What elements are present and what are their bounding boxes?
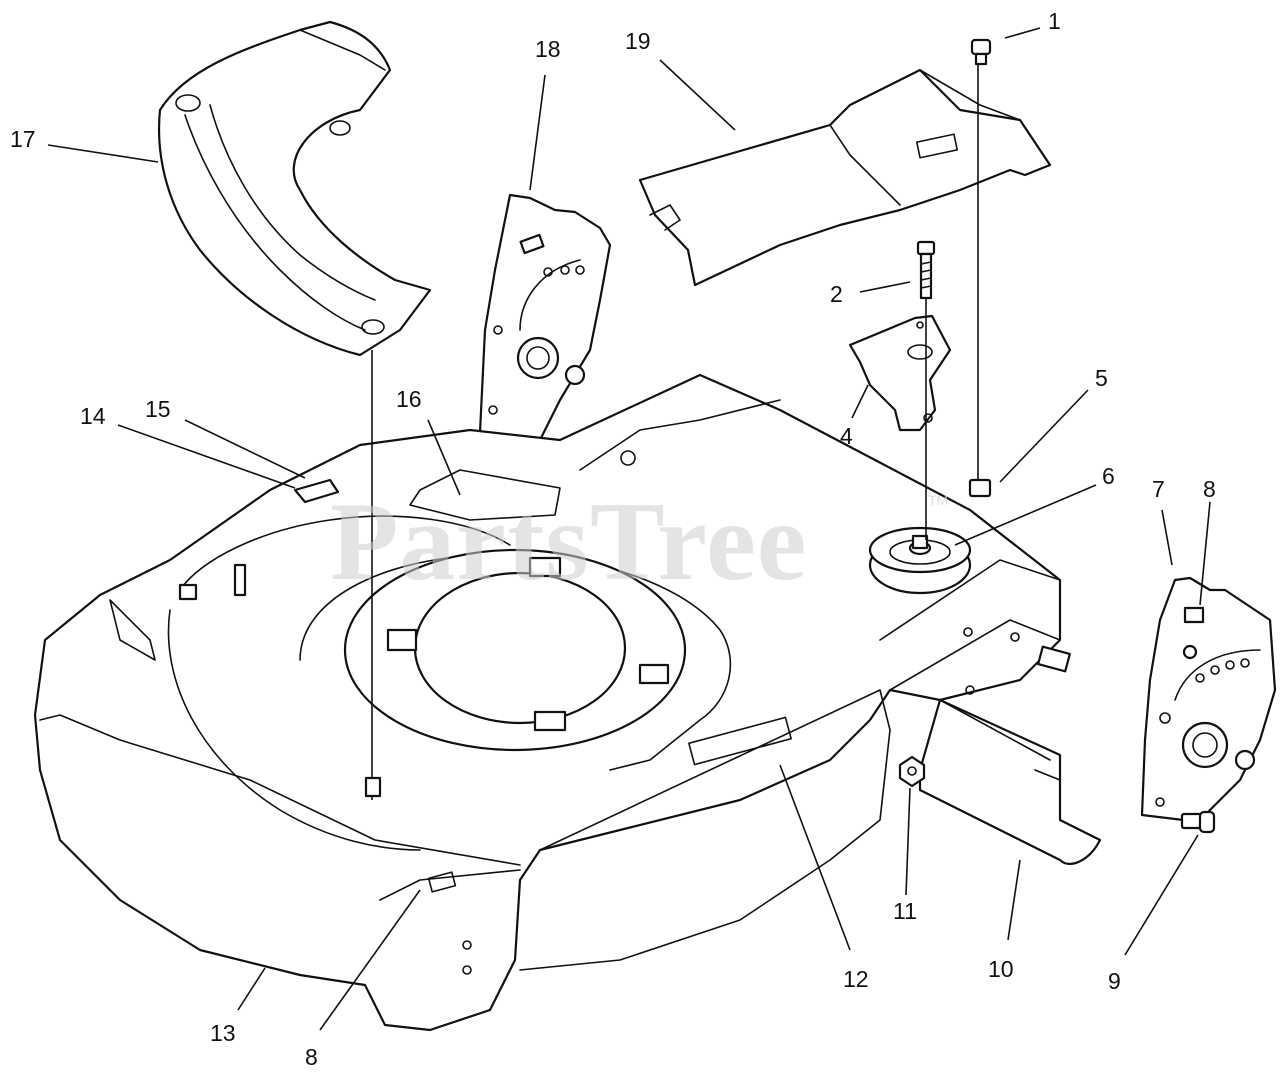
callout-13[interactable]: 13 bbox=[210, 1020, 236, 1046]
part-17-mount-tab bbox=[364, 776, 382, 798]
watermark: PartsTree bbox=[330, 480, 808, 604]
part-1-screw[interactable] bbox=[970, 38, 992, 66]
callout-5[interactable]: 5 bbox=[1095, 365, 1108, 391]
part-18-height-adjuster-left[interactable] bbox=[478, 193, 612, 442]
part-10-rear-flap[interactable] bbox=[918, 645, 1102, 866]
callout-6[interactable]: 6 bbox=[1102, 463, 1115, 489]
part-8-label-right[interactable] bbox=[1183, 606, 1205, 624]
callout-12[interactable]: 12 bbox=[843, 966, 869, 992]
callout-16[interactable]: 16 bbox=[396, 386, 422, 412]
callout-15[interactable]: 15 bbox=[145, 396, 171, 422]
part-9-bolt[interactable] bbox=[1180, 810, 1216, 834]
part-6-pulley[interactable] bbox=[868, 526, 972, 595]
callout-11[interactable]: 11 bbox=[893, 898, 917, 924]
part-19-rear-cover[interactable] bbox=[638, 68, 1052, 287]
part-11-nut[interactable] bbox=[898, 755, 926, 788]
part-5-clip[interactable] bbox=[968, 478, 992, 498]
callout-17[interactable]: 17 bbox=[10, 126, 36, 152]
part-17-deflector[interactable] bbox=[157, 20, 432, 357]
callout-18[interactable]: 18 bbox=[535, 36, 561, 62]
part-7-height-adjuster-right[interactable] bbox=[1140, 576, 1277, 824]
callout-2[interactable]: 2 bbox=[830, 281, 843, 307]
leader-lines bbox=[47, 27, 1211, 1031]
callout-8-bottom[interactable]: 8 bbox=[305, 1044, 318, 1070]
callout-14[interactable]: 14 bbox=[80, 403, 106, 429]
callout-9[interactable]: 9 bbox=[1108, 968, 1121, 994]
part-15-tab[interactable] bbox=[293, 478, 340, 504]
part-4-bracket[interactable] bbox=[848, 314, 952, 432]
callout-10[interactable]: 10 bbox=[988, 956, 1014, 982]
callout-7[interactable]: 7 bbox=[1152, 476, 1165, 502]
callout-8-right[interactable]: 8 bbox=[1203, 476, 1216, 502]
callout-19[interactable]: 19 bbox=[625, 28, 651, 54]
watermark-trademark: TM bbox=[928, 492, 949, 508]
part-13-mower-deck[interactable] bbox=[33, 373, 1062, 1032]
callout-4[interactable]: 4 bbox=[840, 423, 853, 449]
part-2-bolt[interactable] bbox=[916, 240, 936, 300]
callout-1[interactable]: 1 bbox=[1048, 8, 1061, 34]
